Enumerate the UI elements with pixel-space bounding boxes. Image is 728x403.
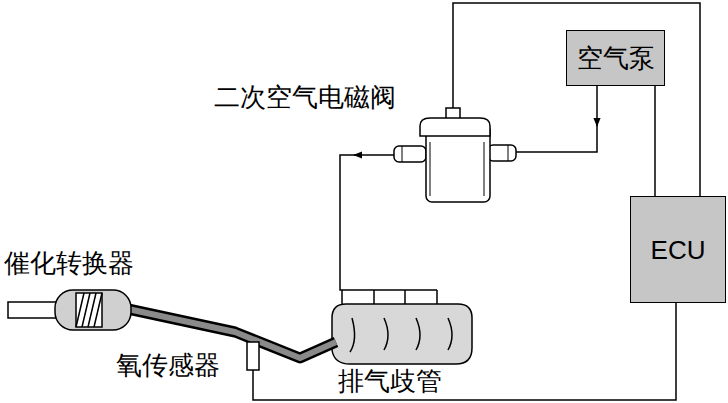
catalytic-converter [8,290,131,330]
pump-box: 空气泵 [566,30,665,86]
node-text: ECU [651,235,706,265]
exhaust-manifold [332,304,472,364]
air-flow-arrow [596,86,598,126]
manifold-label: 排气歧管 [338,366,442,396]
signal-wire [654,86,656,196]
oxygen-sensor [247,342,259,370]
air-ports [342,290,437,305]
air-hose [340,155,437,290]
sensor-label: 氧传感器 [116,350,220,380]
converter-label: 催化转换器 [4,248,134,278]
valve-label: 二次空气电磁阀 [214,82,396,112]
sensor-wire [253,303,676,400]
node-text: 空气泵 [577,43,655,73]
air-flow-arrow [354,154,396,156]
air-hose [515,124,597,152]
solenoid-valve [394,108,516,202]
ecu-box: ECU [630,196,726,303]
